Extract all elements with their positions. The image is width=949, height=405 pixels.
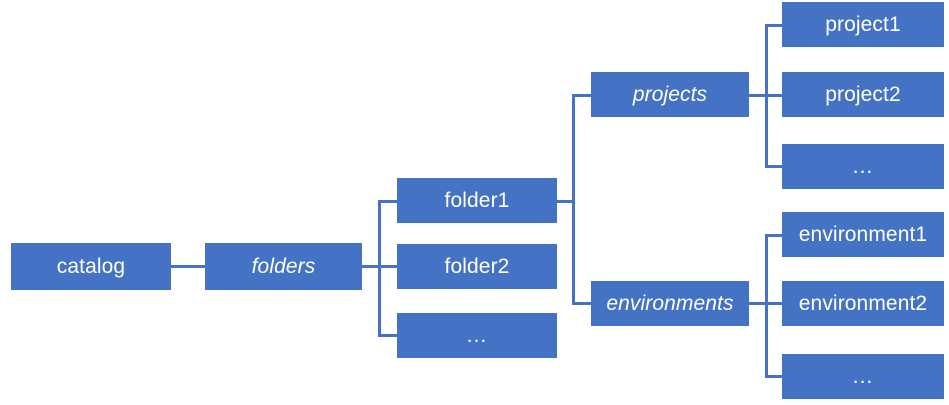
edge-folders-trunk: [378, 200, 381, 337]
node-project1[interactable]: project1: [782, 2, 944, 47]
edge-folder1-projects: [572, 94, 592, 97]
node-environment1[interactable]: environment1: [782, 212, 944, 257]
edge-folders-folder2: [378, 265, 398, 268]
edge-folders-folder1: [378, 200, 398, 203]
edge-environments-environment1: [765, 234, 784, 237]
edge-folders-folder-more: [378, 334, 398, 337]
node-projects[interactable]: projects: [591, 72, 749, 117]
edge-projects-stub: [749, 94, 767, 97]
node-folder-more[interactable]: ...: [397, 313, 557, 358]
node-catalog[interactable]: catalog: [11, 243, 171, 290]
edge-projects-project1: [765, 24, 784, 27]
edge-environments-trunk: [765, 234, 768, 377]
edge-folders-stub: [362, 265, 380, 268]
node-environments[interactable]: environments: [591, 281, 749, 326]
node-folders[interactable]: folders: [205, 243, 362, 290]
edge-folder1-environments: [572, 302, 592, 305]
node-project-more[interactable]: ...: [782, 144, 944, 189]
node-project2[interactable]: project2: [782, 72, 944, 117]
node-environment2[interactable]: environment2: [782, 281, 944, 326]
node-environment-more[interactable]: ...: [782, 354, 944, 399]
edge-projects-project-more: [765, 165, 784, 168]
edge-catalog-folders: [171, 265, 206, 268]
node-folder2[interactable]: folder2: [397, 244, 557, 289]
edge-environments-stub: [749, 302, 767, 305]
node-folder1[interactable]: folder1: [397, 178, 557, 223]
edge-environments-environment2: [765, 302, 784, 305]
edge-folder1-trunk: [572, 94, 575, 305]
edge-folder1-stub: [557, 200, 575, 203]
edge-environments-environment-more: [765, 375, 784, 378]
edge-projects-project2: [765, 94, 784, 97]
